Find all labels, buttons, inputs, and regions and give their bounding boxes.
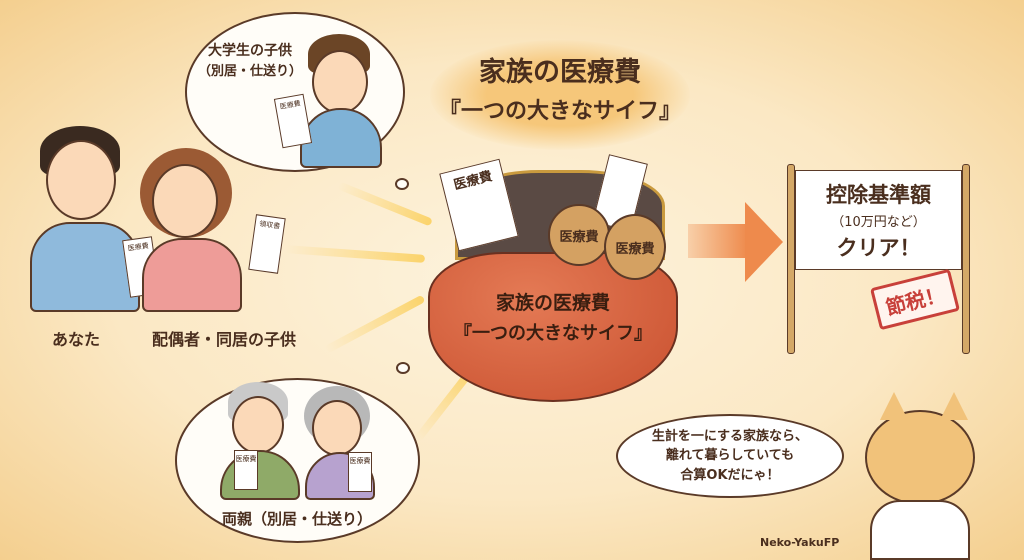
spouse-receipt: 領収書 bbox=[248, 214, 286, 274]
mother-face bbox=[312, 400, 362, 456]
tax-saving-stamp: 節税！ bbox=[870, 268, 960, 331]
father-face bbox=[232, 396, 284, 454]
mother-receipt: 医療費 bbox=[348, 452, 372, 492]
cat-speech-bubble: 生計を一にする家族なら、 離れて暮らしていても 合算OKだにゃ！ bbox=[616, 414, 844, 498]
title-highlight bbox=[430, 40, 690, 150]
sign-post-right bbox=[962, 164, 970, 354]
father-receipt: 医療費 bbox=[234, 450, 258, 490]
money-bag: 医療費 bbox=[604, 214, 666, 280]
arrow-spouse-to-wallet bbox=[284, 245, 426, 263]
deduction-sign: 控除基準額 （10万円など） クリア！ bbox=[795, 170, 962, 270]
you-face bbox=[46, 140, 116, 220]
spouse-label: 配偶者・同居の子供 bbox=[152, 330, 297, 349]
page-title: 家族の医療費 『一つの大きなサイフ』 bbox=[430, 50, 690, 125]
spouse-top bbox=[142, 238, 242, 312]
speech-line2: 離れて暮らしていても bbox=[665, 448, 795, 464]
sign-line2: （10万円など） bbox=[831, 215, 926, 230]
cat-ear-left bbox=[880, 392, 908, 420]
speech-line3: 合算OKだにゃ！ bbox=[680, 467, 780, 483]
student-label-sub: （別居・仕送り） bbox=[198, 64, 303, 79]
student-face bbox=[312, 50, 368, 114]
wallet-label-line1: 家族の医療費 bbox=[495, 292, 610, 314]
spouse-face bbox=[152, 164, 218, 238]
arrow-head bbox=[745, 202, 783, 282]
cat-head bbox=[865, 410, 975, 505]
sign-line1: 控除基準額 bbox=[826, 183, 931, 207]
parents-label: 両親（別居・仕送り） bbox=[222, 510, 373, 528]
wallet-label-line2: 『一つの大きなサイフ』 bbox=[454, 323, 652, 344]
thought-bubble-dot bbox=[396, 362, 410, 374]
money-bag: 医療費 bbox=[548, 204, 610, 266]
student-label: 大学生の子供 （別居・仕送り） bbox=[198, 40, 302, 79]
arrow-to-sign bbox=[688, 224, 748, 258]
cat-lab-coat bbox=[870, 500, 970, 560]
credit-label: Neko-YakuFP bbox=[760, 536, 840, 549]
sign-post-left bbox=[787, 164, 795, 354]
wallet-label: 家族の医療費 『一つの大きなサイフ』 bbox=[428, 288, 678, 345]
title-line1: 家族の医療費 bbox=[479, 57, 641, 88]
you-shirt bbox=[30, 222, 140, 312]
sign-line3: クリア！ bbox=[836, 236, 921, 260]
speech-line1: 生計を一にする家族なら、 bbox=[651, 428, 809, 444]
parents-thought-cloud bbox=[175, 378, 420, 543]
cat-ear-right bbox=[940, 392, 968, 420]
title-line2: 『一つの大きなサイフ』 bbox=[438, 99, 681, 124]
arrow-you-to-wallet bbox=[324, 294, 426, 354]
arrow-student-to-wallet bbox=[337, 181, 433, 227]
student-label-main: 大学生の子供 bbox=[208, 43, 292, 59]
you-label: あなた bbox=[52, 330, 101, 349]
thought-bubble-dot bbox=[395, 178, 409, 190]
